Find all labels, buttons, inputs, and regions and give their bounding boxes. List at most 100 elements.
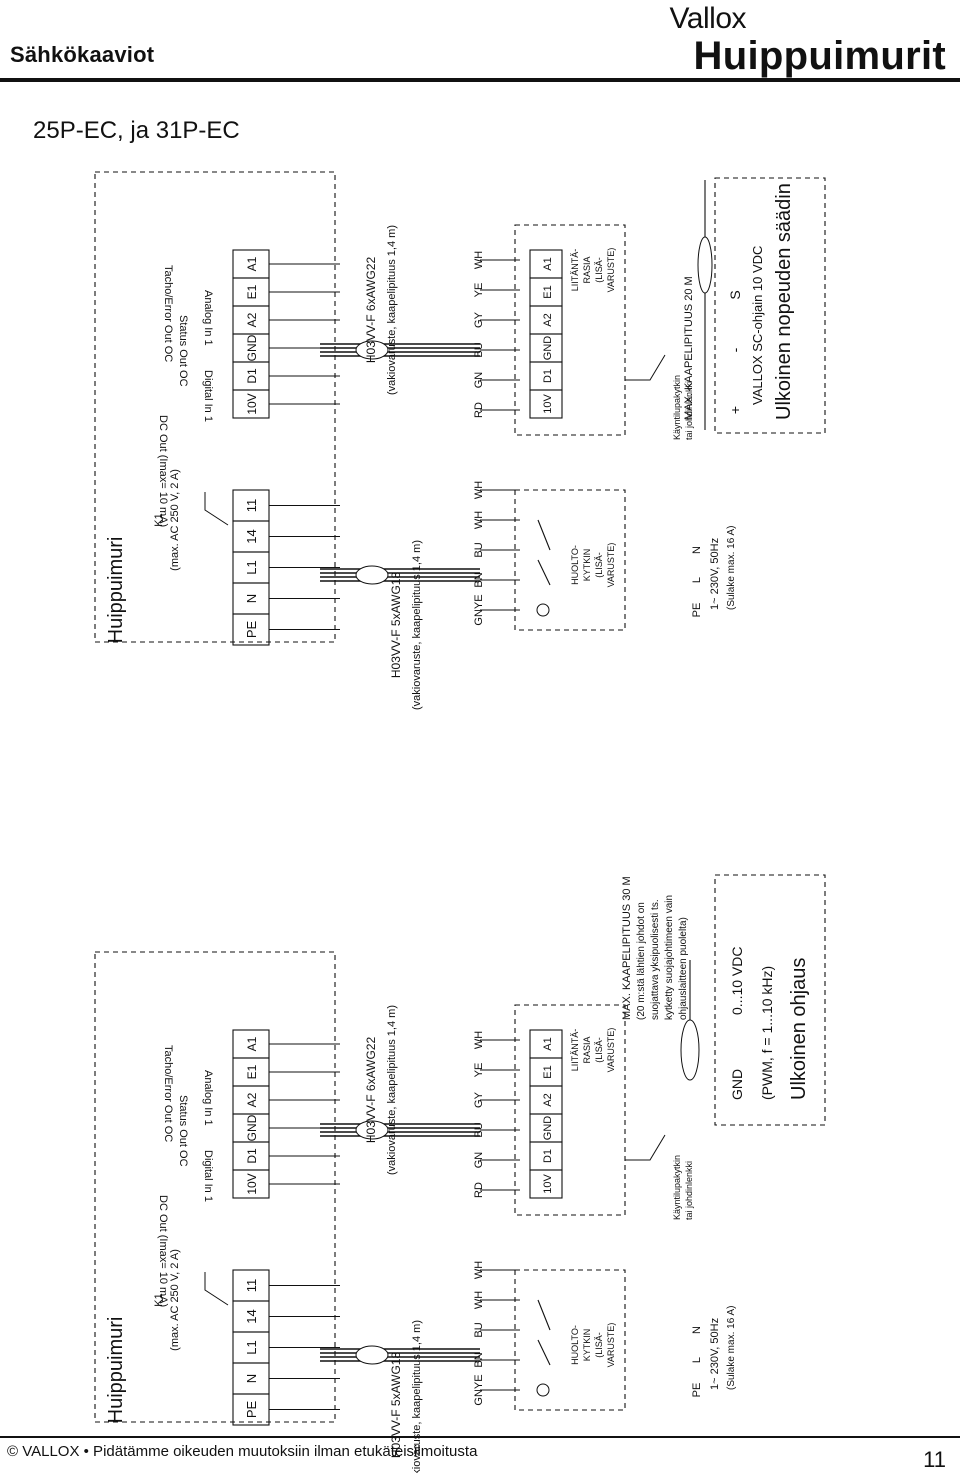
control-terminal-label: GND <box>245 1114 259 1141</box>
service-switch-box <box>514 1269 626 1411</box>
sc-pin-label: S <box>727 290 743 299</box>
junction-box-label: RASIA <box>582 256 592 283</box>
control-signal-label: Tacho/Error Out OC <box>162 1045 174 1142</box>
power-wire-color: GNYE <box>473 1374 485 1405</box>
run-switch-symbol <box>625 354 666 381</box>
control-wire-color: GY <box>473 1091 485 1108</box>
control-terminal-label: A1 <box>245 1036 259 1051</box>
junction-terminal-label: A1 <box>542 1037 554 1050</box>
power-cable-note: (vakiovaruste, kaapelipituus 1,4 m) <box>411 1320 423 1473</box>
max-cable-note: ohjauslaitteen puolelta) <box>678 917 689 1020</box>
sc-device-label: VALLOX SC-ohjain 10 VDC <box>750 246 765 405</box>
power-wire-color: BU <box>473 542 485 557</box>
control-terminal-label: 10V <box>245 1173 259 1194</box>
relay-label: K1 <box>153 1293 165 1306</box>
control-signal-label: Analog In 1 <box>202 1070 214 1126</box>
control-terminal-label: A1 <box>245 256 259 271</box>
unit-enclosure <box>94 171 336 643</box>
power-wire-color: WH <box>473 1291 485 1309</box>
power-terminal-label: PE <box>244 1401 259 1419</box>
control-signal-label: Tacho/Error Out OC <box>162 265 174 362</box>
control-wire-color: WH <box>473 251 485 269</box>
control-wire-color: GY <box>473 311 485 328</box>
section-title: Sähkökaaviot <box>10 42 155 67</box>
relay-contact <box>204 492 229 526</box>
power-terminal-label: 14 <box>244 1309 259 1323</box>
supply-line-label: N <box>691 546 703 554</box>
control-wire-color: GN <box>473 1152 485 1169</box>
max-cable-note: kytketty suojajohtimeen vain <box>664 895 675 1020</box>
junction-terminal-label: D1 <box>542 1149 554 1163</box>
unit-enclosure <box>94 951 336 1423</box>
page-subtitle: 25P-EC, ja 31P-EC <box>33 117 240 144</box>
power-terminal-label: 11 <box>244 1279 259 1293</box>
power-wire-color: WH <box>473 1261 485 1279</box>
control-signal-label: Status Out OC <box>177 315 189 387</box>
control-terminal-label: GND <box>245 334 259 361</box>
control-cable-note: (vakiovaruste, kaapelipituus 1,4 m) <box>386 225 398 395</box>
power-cable-sleeve <box>355 1345 389 1365</box>
junction-terminal-label: D1 <box>542 369 554 383</box>
control-terminal-label: D1 <box>245 1148 259 1164</box>
power-terminal-label: PE <box>244 621 259 639</box>
earth-symbol <box>536 603 550 617</box>
supply-line-label: PE <box>691 1383 703 1398</box>
control-signal-label: DC Out (Imax= 10 mA) <box>157 1195 169 1307</box>
switch-lever <box>537 559 551 586</box>
control-terminal-label: 10V <box>245 393 259 414</box>
service-switch-label: HUOLTO- <box>570 1325 580 1365</box>
control-cable-label: H03VV-F 6xAWG22 <box>364 257 378 364</box>
control-wire-color: RD <box>473 402 485 418</box>
sc-pin-label: + <box>727 406 743 414</box>
junction-box-label: RASIA <box>582 1036 592 1063</box>
unit-title: Huippuimuri <box>105 537 127 644</box>
control-cable-note: (vakiovaruste, kaapelipituus 1,4 m) <box>386 1005 398 1175</box>
earth-symbol <box>536 1383 550 1397</box>
relay-rating: (max. AC 250 V, 2 A) <box>169 1249 181 1351</box>
product-name: Huippuimurit <box>693 34 946 78</box>
sc-pin-label: - <box>727 347 743 352</box>
control-wire-color: YE <box>473 1063 485 1078</box>
supply-line-label: PE <box>691 603 703 618</box>
power-wire-color: GNYE <box>473 594 485 625</box>
relay-rating: (max. AC 250 V, 2 A) <box>169 469 181 571</box>
service-switch-box <box>514 489 626 631</box>
service-switch-label: KYTKIN <box>582 549 592 582</box>
power-wire-color: WH <box>473 511 485 529</box>
supply-fuse: (Sulake max. 16 A) <box>726 1306 737 1390</box>
control-signal-label: Digital In 1 <box>202 370 214 422</box>
junction-terminal <box>529 1029 563 1059</box>
service-switch-label: KYTKIN <box>582 1329 592 1362</box>
run-switch-label: Käyntilupakytkin <box>672 1155 682 1220</box>
control-terminal-label: E1 <box>245 1064 259 1079</box>
control-wire-color: BU <box>473 1122 485 1137</box>
control-wire-color: YE <box>473 283 485 298</box>
control-signal-label: Digital In 1 <box>202 1150 214 1202</box>
control-signal-label: DC Out (Imax= 10 mA) <box>157 415 169 527</box>
power-terminal-label: N <box>244 594 259 603</box>
control-wire-color: BU <box>473 342 485 357</box>
max-cable-note: MAX. KAAPELIPITUUS 20 M <box>683 276 695 420</box>
control-wire-color: RD <box>473 1182 485 1198</box>
switch-lever <box>537 1299 551 1331</box>
relay-contact <box>204 1272 229 1306</box>
service-switch-label: (LISÄ- <box>594 552 604 578</box>
max-cable-note: (20 m:stä lähtien johdot on <box>636 902 647 1020</box>
power-terminal-label: 14 <box>244 529 259 543</box>
control-terminal-label: E1 <box>245 284 259 299</box>
power-wire-color: BN <box>473 572 485 587</box>
junction-terminal-label: E1 <box>542 285 554 298</box>
signal-cable-sleeve <box>680 1019 700 1081</box>
power-terminal-label: L1 <box>244 1340 259 1354</box>
signal-cable-sleeve <box>697 236 713 294</box>
power-terminal-label: 11 <box>244 499 259 513</box>
junction-terminal-label: A1 <box>542 257 554 270</box>
control-signal-label: Status Out OC <box>177 1095 189 1167</box>
switch-lever <box>537 519 551 551</box>
footer-rule <box>0 1436 960 1438</box>
junction-terminal-label: 10V <box>542 1174 554 1194</box>
junction-box <box>514 224 626 436</box>
power-wire-color: WH <box>473 481 485 499</box>
junction-box-label: LIITÄNTÄ- <box>570 249 580 292</box>
control-pwm-label: (PWM, f = 1...10 kHz) <box>759 966 775 1100</box>
